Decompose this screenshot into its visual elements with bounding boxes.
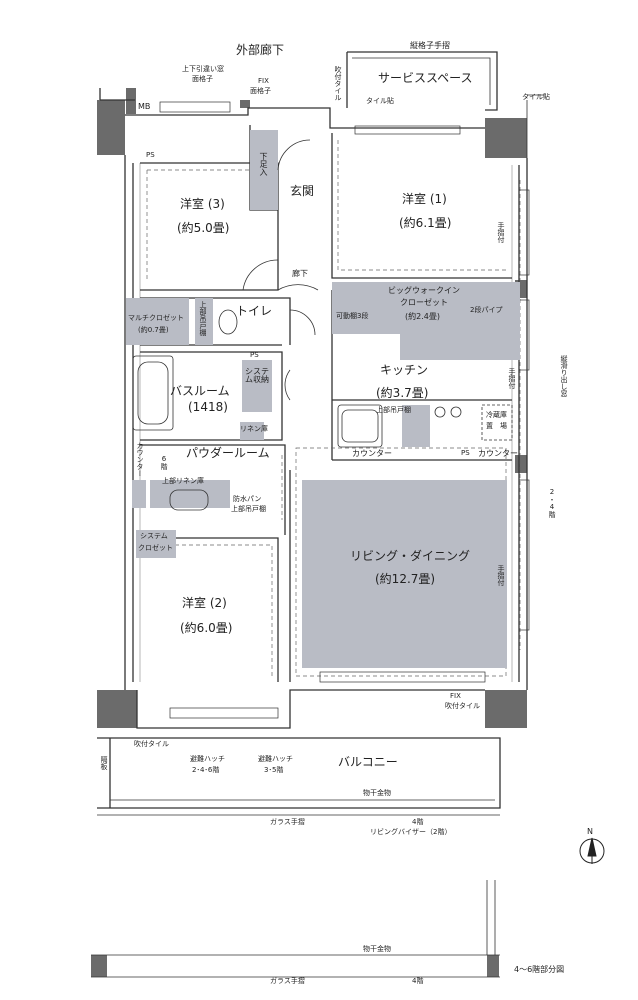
vertical-window-label: 縦滑り出し窓	[560, 355, 568, 397]
window-grille-label: 面格子	[192, 75, 213, 83]
room1-name: 洋室 (1)	[402, 192, 447, 206]
clothes-rack-label: 物干金物	[363, 789, 391, 797]
room2-size: (約6.0畳)	[180, 621, 233, 635]
hatch-2-label: 避難ハッチ	[258, 755, 293, 763]
fix-grille-label: 面格子	[250, 87, 271, 95]
system-storage-label: システム収納	[245, 367, 269, 384]
handrail-label-2: 手摺付	[508, 368, 516, 389]
hatch-2-floors: 3･5階	[264, 766, 284, 774]
hatch-1-label: 避難ハッチ	[190, 755, 225, 763]
toilet-label: トイレ	[236, 304, 273, 318]
dashed-lines	[146, 140, 521, 677]
upper-linen-label: 上部リネン庫	[162, 477, 204, 485]
fukitsuke-tile-label-3: 吹付タイル	[134, 740, 169, 748]
linen-label: リネン庫	[240, 425, 268, 433]
upper-cabinet-label: 上部吊戸棚	[199, 301, 207, 336]
handrail-label-1: 手摺付	[497, 222, 505, 243]
ps-kitchen-label: PS	[461, 449, 470, 457]
kitchen-counter-label: カウンター	[352, 449, 392, 458]
room1-size: (約6.1畳)	[399, 216, 452, 230]
waterproof-pan-label-2: 上部吊戸棚	[231, 505, 266, 513]
living-visor-label: リビングバイザー（2階）	[370, 828, 452, 836]
living-size: (約12.7畳)	[375, 572, 436, 586]
sliding-window-label: 上下引違い窓	[182, 65, 224, 73]
hallway-label: 廊下	[292, 269, 308, 278]
entrance-label: 玄関	[290, 184, 315, 198]
waterproof-pan-label-1: 防水パン	[233, 495, 262, 503]
fourth-floor-label: 4階	[412, 818, 424, 826]
room3-name: 洋室 (3)	[180, 197, 225, 211]
living-label: リビング・ダイニング	[350, 549, 471, 563]
multi-closet-size: (約0.7畳)	[138, 326, 169, 334]
partition-label: 隔板	[100, 756, 108, 770]
partial-plan-label: 4～6階部分図	[514, 965, 565, 974]
tile-finish-label-2: タイル貼	[522, 93, 550, 101]
service-space-label: サービススペース	[378, 71, 473, 85]
kitchen-size: (約3.7畳)	[376, 386, 429, 400]
room3-size: (約5.0畳)	[177, 221, 230, 235]
hatch-1-floors: 2･4･6階	[192, 766, 220, 774]
north-label: N	[587, 827, 593, 836]
shoe-box-label: 下足入	[259, 152, 268, 176]
system-closet-label-1: システム	[140, 532, 168, 540]
kitchen-label: キッチン	[380, 363, 429, 377]
balcony-label: バルコニー	[338, 755, 398, 769]
powder-room-label: パウダールーム	[186, 446, 270, 460]
wic-size: (約2.4畳)	[405, 312, 440, 321]
bathroom-label: バスルーム	[170, 384, 230, 398]
tile-finish-label: タイル貼	[366, 97, 394, 105]
kitchen-counter-label-2: カウンター	[478, 449, 518, 458]
fridge-label-2: 置 場	[486, 422, 507, 430]
kitchen-upper-label: 上部吊戸棚	[376, 406, 411, 414]
fukitsuke-tile-label-2: 吹付タイル	[445, 702, 480, 710]
glass-handrail-label: ガラス手摺	[270, 818, 305, 826]
corridor-label: 外部廊下	[236, 43, 285, 57]
system-closet-label-2: クロゼット	[138, 544, 173, 552]
glass-handrail-label-2: ガラス手摺	[270, 977, 305, 985]
handrail-label-3: 手摺付	[497, 565, 505, 586]
clothes-rack-label-2: 物干金物	[363, 945, 391, 953]
room2-name: 洋室 (2)	[182, 596, 227, 610]
ps-mid-label: PS	[250, 351, 259, 359]
fourth-floor-label-2: 4階	[412, 977, 424, 985]
fix-bottom-label: FIX	[450, 692, 461, 700]
mb-label: MB	[138, 102, 151, 111]
vertical-handrail-label: 縦格子手摺	[410, 41, 450, 50]
fix-label: FIX	[258, 77, 269, 85]
fukitsuke-tile-label: 吹付タイル	[334, 66, 342, 101]
fixtures	[132, 139, 513, 511]
multi-closet-label: マルチクロゼット	[128, 314, 184, 322]
sixth-floor-label: 6階	[160, 455, 168, 470]
fridge-label-1: 冷蔵庫	[486, 411, 507, 419]
wic-name-1: ビッグウォークイン	[388, 286, 460, 295]
wic-shelf-label: 可動棚3段	[336, 312, 369, 320]
wic-name-2: クローゼット	[400, 298, 448, 307]
floors-2-4-label: 2・4階	[548, 488, 556, 518]
ps-top-label: PS	[146, 151, 155, 159]
bathroom-size: (1418)	[188, 400, 228, 414]
powder-counter-label: カウンター	[136, 442, 144, 477]
north-arrow	[579, 837, 605, 864]
gray-zones	[126, 130, 520, 668]
wic-pipe-label: 2段パイプ	[470, 306, 503, 314]
